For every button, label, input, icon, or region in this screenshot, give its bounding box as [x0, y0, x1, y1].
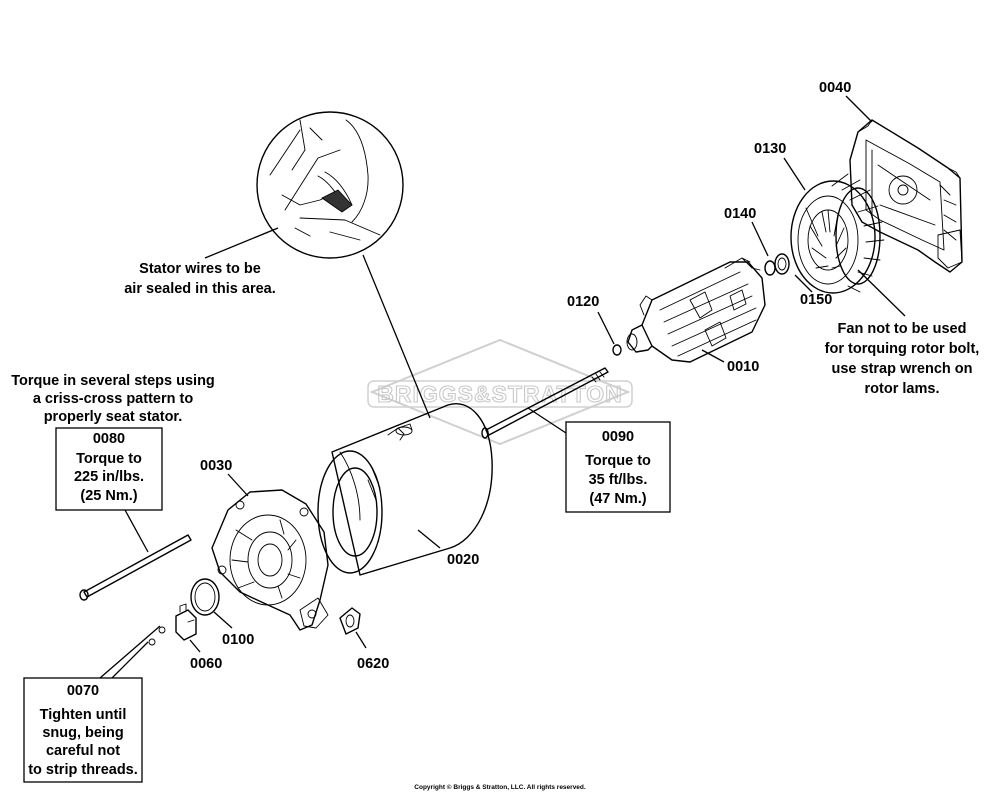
svg-text:snug, being: snug, being [42, 725, 123, 741]
label-0130: 0130 [754, 141, 786, 157]
svg-text:Torque to: Torque to [585, 453, 651, 469]
svg-text:careful not: careful not [46, 743, 120, 759]
svg-text:air sealed in this area.: air sealed in this area. [124, 281, 276, 297]
part-0020-stator [317, 403, 493, 576]
watermark-logo: BRIGGS&STRATTON [367, 338, 633, 446]
criss-cross-note: Torque in several steps using a criss-cr… [11, 373, 215, 425]
box-0090: 0090 Torque to 35 ft/lbs. (47 Nm.) [565, 421, 671, 513]
svg-text:Fan not to be used: Fan not to be used [838, 321, 967, 337]
part-0010-rotor [597, 257, 766, 363]
watermark-text: BRIGGS&STRATTON [377, 381, 622, 407]
svg-text:rotor lams.: rotor lams. [865, 381, 940, 397]
stator-note: Stator wires to be air sealed in this ar… [124, 261, 276, 297]
svg-text:Stator wires to be: Stator wires to be [139, 261, 261, 277]
label-0100: 0100 [222, 632, 254, 648]
svg-text:35 ft/lbs.: 35 ft/lbs. [589, 472, 648, 488]
copyright-text: Copyright © Briggs & Stratton, LLC. All … [414, 783, 586, 791]
svg-text:(47 Nm.): (47 Nm.) [589, 491, 646, 507]
part-0130-fan [783, 157, 885, 294]
part-0140-0150-rings [751, 221, 813, 293]
svg-text:225 in/lbs.: 225 in/lbs. [74, 469, 144, 485]
stator-wire-detail [204, 111, 431, 419]
box-0080: 0080 Torque to 225 in/lbs. (25 Nm.) [55, 427, 163, 511]
label-0150: 0150 [800, 292, 832, 308]
label-0620: 0620 [357, 656, 389, 672]
svg-text:a criss-cross pattern to: a criss-cross pattern to [33, 391, 194, 407]
part-0620-grommet [339, 607, 367, 649]
part-0100-o-ring [190, 578, 233, 629]
part-0080-stud [79, 509, 192, 601]
label-0040: 0040 [819, 80, 851, 96]
svg-text:for torquing rotor bolt,: for torquing rotor bolt, [825, 341, 980, 357]
svg-text:Torque to: Torque to [76, 451, 142, 467]
part-0030-end-bracket [211, 473, 329, 631]
svg-text:Tighten until: Tighten until [40, 707, 127, 723]
box-0070: 0070 Tighten until snug, being careful n… [23, 677, 143, 783]
svg-text:use strap wrench on: use strap wrench on [831, 361, 972, 377]
label-0010: 0010 [727, 359, 759, 375]
svg-text:Torque in several steps using: Torque in several steps using [11, 373, 215, 389]
svg-text:0090: 0090 [602, 429, 634, 445]
part-0040-fan-housing [845, 95, 963, 273]
svg-text:0070: 0070 [67, 683, 99, 699]
label-0020: 0020 [447, 552, 479, 568]
fan-note: Fan not to be used for torquing rotor bo… [825, 321, 980, 397]
svg-text:to strip threads.: to strip threads. [28, 762, 138, 778]
svg-text:properly seat stator.: properly seat stator. [44, 409, 183, 425]
svg-text:0080: 0080 [93, 431, 125, 447]
label-0140: 0140 [724, 206, 756, 222]
svg-text:(25 Nm.): (25 Nm.) [80, 488, 137, 504]
fan-note-leader [857, 269, 906, 317]
label-0120: 0120 [567, 294, 599, 310]
label-0060: 0060 [190, 656, 222, 672]
label-0030: 0030 [200, 458, 232, 474]
part-0060-connector [99, 603, 201, 679]
